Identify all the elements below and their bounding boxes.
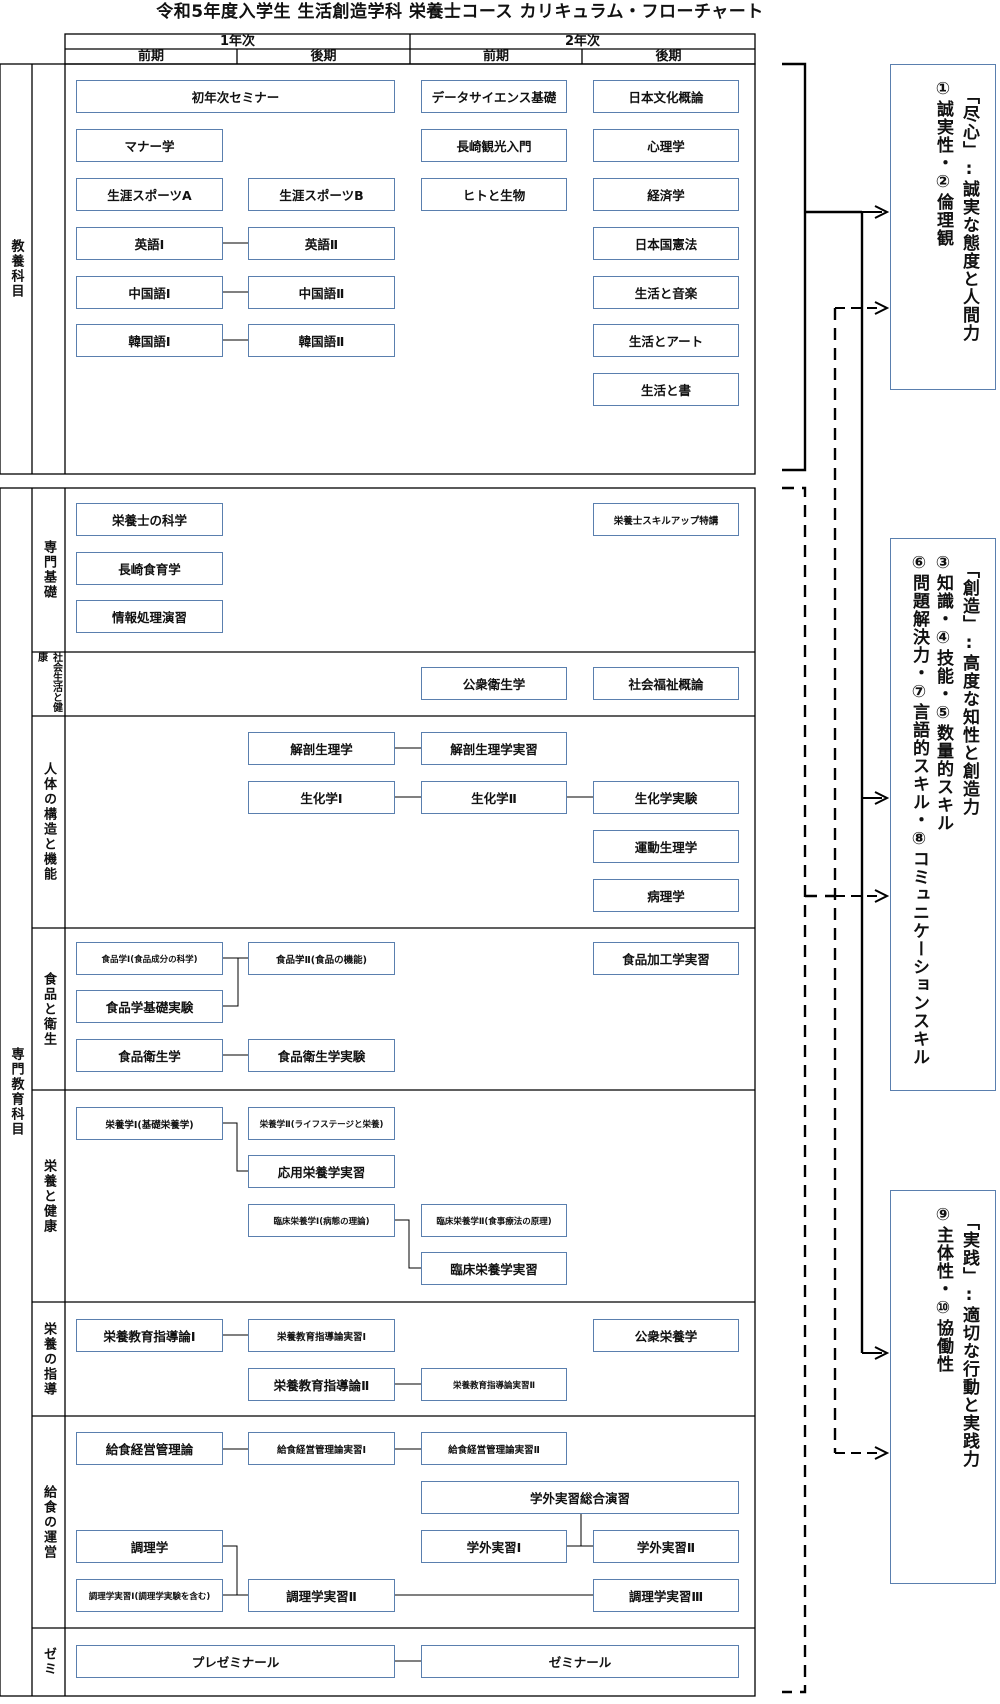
course-box: 中国語Ⅱ [248,276,395,309]
course-box: 心理学 [593,129,739,162]
course-box: 応用栄養学実習 [248,1155,395,1188]
outcome-3-line2: ⑨主体性・⑩協働性 [933,1205,953,1373]
course-box: 解剖生理学 [248,732,395,765]
course-box: 生活と音楽 [593,276,739,309]
header-y1-first: 前期 [137,49,164,64]
course-box: 栄養士の科学 [76,503,223,536]
header-year2: 2年次 [564,34,601,49]
course-box: 食品学Ⅱ(食品の機能) [248,942,395,975]
subsection-nutrition: 栄養と健康 [41,1158,56,1234]
course-box: 英語Ⅱ [248,227,395,260]
course-box: 栄養教育指導論Ⅰ [76,1319,223,1352]
course-box: 栄養教育指導論実習Ⅱ [421,1368,567,1401]
course-box: 食品加工学実習 [593,942,739,975]
course-box: 韓国語Ⅰ [76,324,223,357]
course-box: 調理学実習Ⅱ [248,1579,395,1612]
course-box: 栄養教育指導論Ⅱ [248,1368,395,1401]
subsection-social: 社会生活と健康 [35,652,62,712]
course-box: 臨床栄養学実習 [421,1252,567,1285]
course-box: 学外実習Ⅰ [421,1530,567,1563]
course-box: 生涯スポーツA [76,178,223,211]
outcome-2-line3: ⑥問題解決力・⑦言語的スキル・⑧コミュニケーションスキル [909,553,929,1066]
course-box: 公衆衛生学 [421,667,567,700]
course-box: 給食経営管理論実習Ⅰ [248,1432,395,1465]
course-box: 生化学実験 [593,781,739,814]
subsection-body: 人体の構造と機能 [41,762,56,882]
course-box: 調理学実習Ⅲ [593,1579,739,1612]
header-y1-second: 後期 [310,49,337,64]
course-box: 調理学実習Ⅰ(調理学実験を含む) [76,1579,223,1612]
outcome-box-1: 「尽心」:誠実な態度と人間力 ①誠実性・②倫理観 [890,64,996,390]
subsection-basic: 専門基礎 [41,540,56,600]
course-box: 学外実習Ⅱ [593,1530,739,1563]
course-box: 中国語Ⅰ [76,276,223,309]
course-box: 日本国憲法 [593,227,739,260]
course-box: 情報処理演習 [76,600,223,633]
header-year1: 1年次 [219,34,256,49]
course-box: 生活とアート [593,324,739,357]
course-box: 調理学 [76,1530,223,1563]
course-box: 日本文化概論 [593,80,739,113]
course-box: 臨床栄養学Ⅱ(食事療法の原理) [421,1204,567,1237]
course-box: 学外実習総合演習 [421,1481,739,1514]
course-box: 食品学Ⅰ(食品成分の科学) [76,942,223,975]
course-box: 経済学 [593,178,739,211]
course-box: 栄養教育指導論実習Ⅰ [248,1319,395,1352]
subsection-seminar: ゼミ [41,1647,56,1677]
course-box: 初年次セミナー [76,80,395,113]
course-box: ゼミナール [421,1645,739,1678]
header-y2-first: 前期 [482,49,509,64]
course-box: 生化学Ⅰ [248,781,395,814]
course-box: 給食経営管理論実習Ⅱ [421,1432,567,1465]
course-box: マナー学 [76,129,223,162]
subsection-service: 給食の運営 [41,1484,56,1560]
page-title: 令和5年度入学生 生活創造学科 栄養士コース カリキュラム・フローチャート [156,2,764,22]
course-box: 栄養学Ⅰ(基礎栄養学) [76,1107,223,1140]
outcome-box-2: 「創造」:高度な知性と創造力 ③知識・④技能・⑤数量的スキル ⑥問題解決力・⑦言… [890,538,996,1091]
course-box: 食品衛生学 [76,1039,223,1072]
course-box: 病理学 [593,879,739,912]
course-box: 韓国語Ⅱ [248,324,395,357]
course-box: 長崎観光入門 [421,129,567,162]
course-box: 英語Ⅰ [76,227,223,260]
section-general: 教養科目 [8,239,24,299]
outcome-2-line2: ③知識・④技能・⑤数量的スキル [933,553,953,832]
subsection-guidance: 栄養の指導 [41,1321,56,1397]
course-box: ヒトと生物 [421,178,567,211]
course-box: 解剖生理学実習 [421,732,567,765]
course-box: 臨床栄養学Ⅰ(病態の理論) [248,1204,395,1237]
course-box: 栄養学Ⅱ(ライフステージと栄養) [248,1107,395,1140]
outcome-1-line1: 「尽心」:誠実な態度と人間力 [959,87,979,342]
course-box: 栄養士スキルアップ特講 [593,503,739,536]
section-specialized: 専門教育科目 [8,1047,24,1137]
course-box: データサイエンス基礎 [421,80,567,113]
course-box: 食品衛生学実験 [248,1039,395,1072]
outcome-1-line2: ①誠実性・②倫理観 [933,79,953,247]
course-box: 生活と書 [593,373,739,406]
outcome-2-line1: 「創造」:高度な知性と創造力 [959,561,979,816]
course-box: 運動生理学 [593,830,739,863]
course-box: 社会福祉概論 [593,667,739,700]
course-box: 食品学基礎実験 [76,990,223,1023]
course-box: 長崎食育学 [76,552,223,585]
course-box: 給食経営管理論 [76,1432,223,1465]
course-box: 生涯スポーツB [248,178,395,211]
course-box: プレゼミナール [76,1645,395,1678]
subsection-food: 食品と衛生 [41,971,56,1047]
header-y2-second: 後期 [655,49,682,64]
outcome-box-3: 「実践」:適切な行動と実践力 ⑨主体性・⑩協働性 [890,1190,996,1584]
outcome-3-line1: 「実践」:適切な行動と実践力 [959,1213,979,1468]
course-box: 生化学Ⅱ [421,781,567,814]
course-box: 公衆栄養学 [593,1319,739,1352]
